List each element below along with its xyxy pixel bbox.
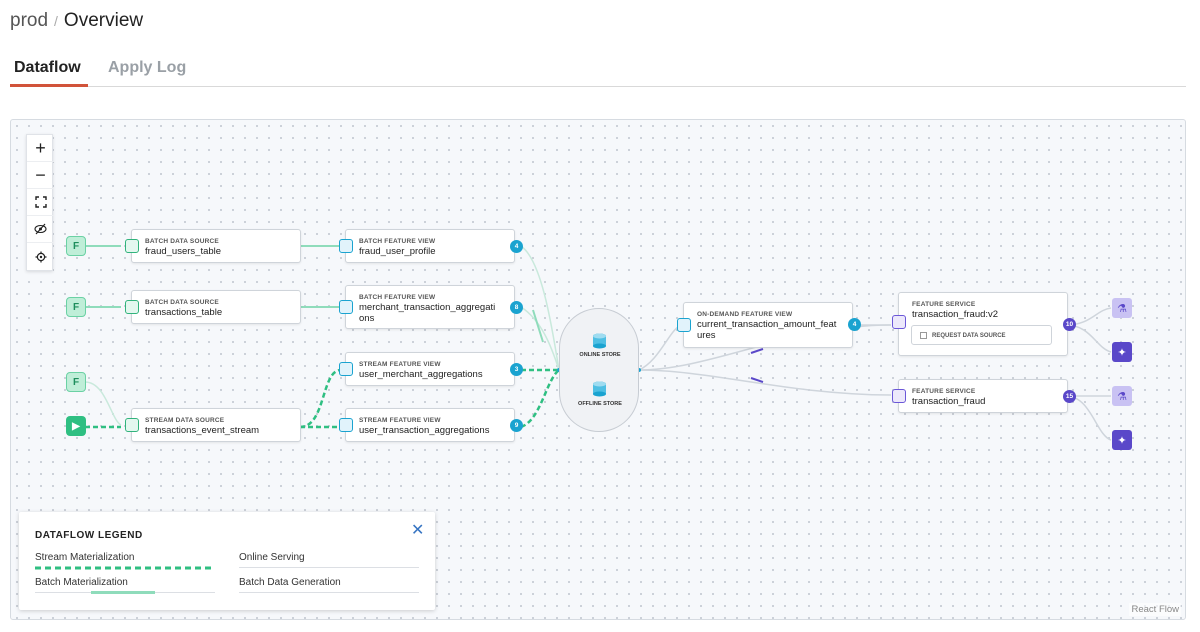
node-name: fraud_users_table [145, 246, 222, 257]
legend-title: DATAFLOW LEGEND [35, 530, 143, 541]
node-type-label: BATCH FEATURE VIEW [359, 294, 436, 301]
node-type-label: STREAM FEATURE VIEW [359, 417, 441, 424]
feature-service-node[interactable]: FEATURE SERVICE transaction_fraud:v2 REQ… [892, 292, 1076, 356]
breadcrumb-separator: / [54, 13, 58, 29]
active-tab-indicator [10, 84, 88, 87]
feature-view-icon [339, 418, 353, 432]
stream-data-source-node[interactable]: STREAM DATA SOURCE transactions_event_st… [125, 408, 301, 442]
data-source-icon [125, 239, 139, 253]
node-type-label: STREAM DATA SOURCE [145, 417, 225, 424]
data-source-icon [125, 418, 139, 432]
database-icon [593, 381, 606, 397]
batch-data-generation-swatch [239, 592, 419, 593]
request-source-icon [920, 332, 927, 339]
node-name-continued: ures [697, 330, 716, 341]
tab-dataflow[interactable]: Dataflow [14, 59, 81, 76]
node-name: current_transaction_amount_feat [697, 319, 837, 330]
node-name: transactions_table [145, 307, 223, 318]
database-icon [593, 333, 606, 349]
feature-count-badge: 10 [1063, 318, 1076, 331]
feature-view-icon [677, 318, 691, 332]
feature-view-icon [339, 362, 353, 376]
zoom-out-icon[interactable]: − [27, 162, 54, 189]
data-source-icon [125, 300, 139, 314]
node-type-label: FEATURE SERVICE [912, 388, 976, 395]
node-type-label: BATCH FEATURE VIEW [359, 238, 436, 245]
node-type-label: BATCH DATA SOURCE [145, 238, 219, 245]
request-data-source-node[interactable]: REQUEST DATA SOURCE [911, 325, 1052, 345]
feature-count-badge: 9 [510, 419, 523, 432]
node-name: merchant_transaction_aggregati [359, 302, 496, 313]
file-source-icon[interactable]: F [66, 236, 86, 256]
breadcrumb: prod / Overview [10, 8, 143, 34]
flask-icon[interactable]: ⚗ [1112, 386, 1132, 406]
file-source-icon[interactable]: F [66, 297, 86, 317]
legend-stream-materialization: Stream Materialization [35, 552, 135, 563]
tab-bar: Dataflow Apply Log [10, 55, 1186, 87]
node-type-label: ON-DEMAND FEATURE VIEW [697, 311, 793, 318]
feature-count-badge: 15 [1063, 390, 1076, 403]
feature-service-node[interactable]: FEATURE SERVICE transaction_fraud 15 [892, 379, 1076, 413]
batch-materialization-swatch [91, 591, 155, 594]
flask-icon[interactable]: ⚗ [1112, 298, 1132, 318]
node-type-label: STREAM FEATURE VIEW [359, 361, 441, 368]
legend-batch-data-generation: Batch Data Generation [239, 577, 341, 588]
react-flow-attribution[interactable]: React Flow [1129, 603, 1181, 616]
feature-view-icon [339, 300, 353, 314]
on-demand-feature-view-node[interactable]: ON-DEMAND FEATURE VIEW current_transacti… [677, 302, 861, 348]
zoom-controls: + − [26, 134, 54, 271]
tab-apply-log[interactable]: Apply Log [108, 59, 187, 76]
stream-feature-view-node[interactable]: STREAM FEATURE VIEW user_transaction_agg… [339, 408, 523, 442]
node-name-continued: ons [359, 313, 375, 324]
page-title: Overview [63, 10, 144, 31]
feature-store-node[interactable]: ONLINE STORE OFFLINE STORE [559, 308, 639, 432]
node-name: user_transaction_aggregations [359, 425, 490, 436]
zoom-in-icon[interactable]: + [27, 135, 54, 162]
feature-service-icon [892, 389, 906, 403]
node-type-label: FEATURE SERVICE [912, 301, 976, 308]
gear-icon[interactable] [27, 243, 54, 270]
node-name: transaction_fraud:v2 [912, 309, 999, 320]
feature-count-badge: 4 [510, 240, 523, 253]
stream-materialization-swatch [35, 566, 215, 570]
feature-service-icon [892, 315, 906, 329]
file-source-icon[interactable]: F [66, 372, 86, 392]
legend-online-serving: Online Serving [239, 552, 305, 563]
batch-data-source-node[interactable]: BATCH DATA SOURCE transactions_table [125, 290, 301, 324]
dataflow-canvas[interactable]: + − F F F ▶ BATCH DATA SOURCE fraud_user… [10, 119, 1186, 620]
node-name: fraud_user_profile [359, 246, 436, 257]
online-serving-swatch [239, 567, 419, 568]
request-data-source-label: REQUEST DATA SOURCE [932, 333, 1006, 339]
fit-view-icon[interactable] [27, 189, 54, 216]
dataflow-legend: DATAFLOW LEGEND ✕ Stream Materialization… [19, 512, 435, 610]
node-type-label: BATCH DATA SOURCE [145, 299, 219, 306]
feature-view-icon [339, 239, 353, 253]
feature-count-badge: 8 [510, 301, 523, 314]
online-store-label: ONLINE STORE [579, 352, 621, 358]
node-name: user_merchant_aggregations [359, 369, 483, 380]
sparkle-icon[interactable]: ✦ [1112, 430, 1132, 450]
close-icon[interactable]: ✕ [411, 522, 425, 539]
breadcrumb-env[interactable]: prod [10, 10, 49, 31]
offline-store-label: OFFLINE STORE [578, 401, 622, 407]
legend-batch-materialization: Batch Materialization [35, 577, 128, 588]
stream-feature-view-node[interactable]: STREAM FEATURE VIEW user_merchant_aggreg… [339, 352, 523, 386]
batch-feature-view-node[interactable]: BATCH FEATURE VIEW fraud_user_profile 4 [339, 229, 523, 263]
feature-count-badge: 3 [510, 363, 523, 376]
sparkle-icon[interactable]: ✦ [1112, 342, 1132, 362]
node-name: transactions_event_stream [145, 425, 260, 436]
batch-feature-view-node[interactable]: BATCH FEATURE VIEW merchant_transaction_… [339, 285, 523, 329]
batch-data-source-node[interactable]: BATCH DATA SOURCE fraud_users_table [125, 229, 301, 263]
hide-icon[interactable] [27, 216, 54, 243]
feature-count-badge: 4 [848, 318, 861, 331]
node-name: transaction_fraud [912, 396, 986, 407]
stream-source-icon[interactable]: ▶ [66, 416, 86, 436]
